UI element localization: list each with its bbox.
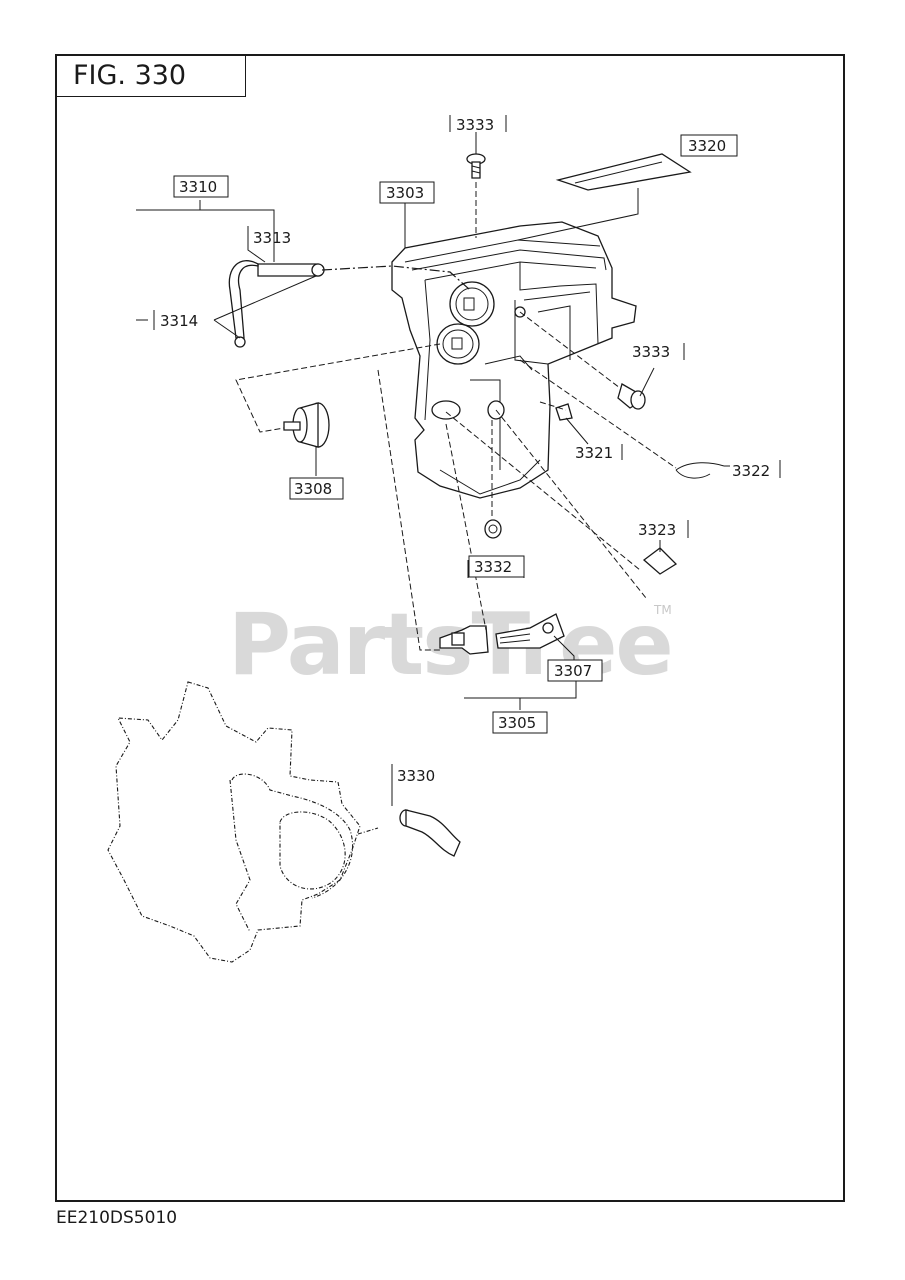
fuel-tank bbox=[391, 221, 637, 499]
figure-title: FIG. 330 bbox=[55, 54, 246, 97]
part-labels: 3333 3320 3310 3303 3313 3314 3333 3321 … bbox=[153, 116, 770, 785]
label-3330: 3330 bbox=[397, 767, 435, 785]
label-3303: 3303 bbox=[386, 184, 424, 202]
label-3308-box bbox=[289, 477, 344, 500]
label-3320-box bbox=[680, 134, 738, 157]
side-screw bbox=[617, 383, 646, 410]
label-3332: 3332 bbox=[474, 558, 512, 576]
document-code: EE210DS5010 bbox=[56, 1208, 178, 1228]
label-3303-box bbox=[379, 181, 435, 204]
label-3313: 3313 bbox=[253, 229, 291, 247]
label-3307: 3307 bbox=[554, 662, 592, 680]
engine-outline bbox=[107, 681, 379, 963]
label-3307-box bbox=[547, 659, 603, 682]
label-3310-box bbox=[173, 175, 229, 198]
label-3308: 3308 bbox=[294, 480, 332, 498]
label-3310: 3310 bbox=[179, 178, 217, 196]
grommet bbox=[484, 519, 502, 539]
diagram-frame bbox=[55, 54, 845, 1202]
fuel-line bbox=[399, 809, 461, 857]
label-3321: 3321 bbox=[575, 444, 613, 462]
strap-3322 bbox=[675, 462, 725, 479]
fuel-cap bbox=[283, 402, 330, 448]
label-3333-top: 3333 bbox=[456, 116, 494, 134]
breather-hose bbox=[228, 260, 325, 348]
label-3305: 3305 bbox=[498, 714, 536, 732]
watermark-trademark: TM bbox=[653, 603, 672, 617]
label-3314: 3314 bbox=[160, 312, 198, 330]
pad-3321 bbox=[555, 403, 573, 421]
label-3320: 3320 bbox=[688, 137, 726, 155]
leader-lines bbox=[136, 115, 781, 806]
fuel-valve bbox=[439, 613, 565, 655]
label-3333-side: 3333 bbox=[632, 343, 670, 361]
label-plate bbox=[555, 153, 692, 191]
label-3322: 3322 bbox=[732, 462, 770, 480]
pad-3323 bbox=[642, 547, 678, 575]
label-3323: 3323 bbox=[638, 521, 676, 539]
label-3332-box bbox=[468, 555, 525, 578]
label-3305-box bbox=[492, 711, 548, 734]
top-screw bbox=[466, 153, 486, 179]
